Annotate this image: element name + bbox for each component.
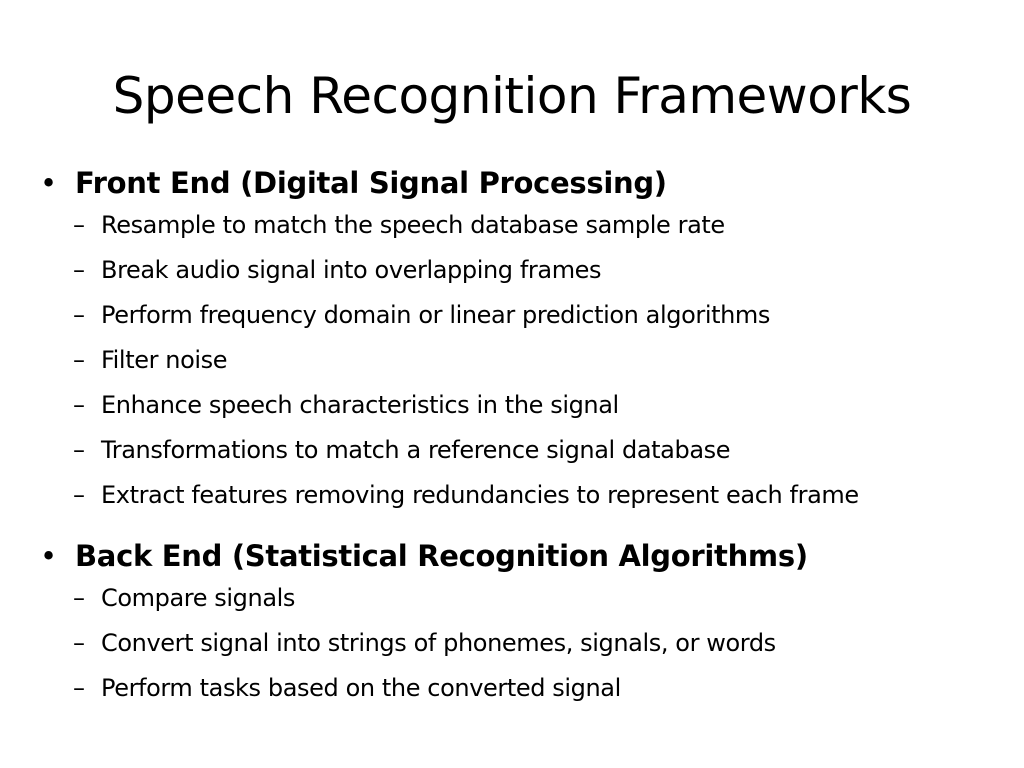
sub-item-text: Transformations to match a reference sig…: [101, 436, 731, 464]
sub-item-text: Perform tasks based on the converted sig…: [101, 674, 621, 702]
sub-item: –Transformations to match a reference si…: [40, 428, 1000, 473]
sub-item: –Resample to match the speech database s…: [40, 203, 1000, 248]
bullet-heading: • Front End (Digital Signal Processing): [40, 163, 1000, 203]
dash-icon: –: [73, 629, 85, 657]
dash-icon: –: [73, 481, 85, 509]
sub-item: –Convert signal into strings of phonemes…: [40, 621, 1000, 666]
dash-icon: –: [73, 256, 85, 284]
dash-icon: –: [73, 211, 85, 239]
sub-list: –Resample to match the speech database s…: [40, 203, 1000, 518]
sub-item-text: Compare signals: [101, 584, 295, 612]
sub-item: –Perform frequency domain or linear pred…: [40, 293, 1000, 338]
bullet-section-back-end: • Back End (Statistical Recognition Algo…: [40, 536, 1000, 711]
bullet-heading-text: Back End (Statistical Recognition Algori…: [75, 539, 808, 573]
sub-item: –Compare signals: [40, 576, 1000, 621]
sub-item: –Perform tasks based on the converted si…: [40, 666, 1000, 711]
sub-item: –Enhance speech characteristics in the s…: [40, 383, 1000, 428]
slide-title: Speech Recognition Frameworks: [112, 67, 912, 125]
bullet-section-front-end: • Front End (Digital Signal Processing) …: [40, 163, 1000, 518]
dash-icon: –: [73, 346, 85, 374]
bullet-dot-icon: •: [40, 166, 57, 200]
bullet-dot-icon: •: [40, 539, 57, 573]
dash-icon: –: [73, 584, 85, 612]
sub-item-text: Extract features removing redundancies t…: [101, 481, 859, 509]
sub-item-text: Filter noise: [101, 346, 228, 374]
sub-item-text: Resample to match the speech database sa…: [101, 211, 725, 239]
bullet-heading-text: Front End (Digital Signal Processing): [75, 166, 667, 200]
dash-icon: –: [73, 674, 85, 702]
sub-item: –Filter noise: [40, 338, 1000, 383]
bullet-heading: • Back End (Statistical Recognition Algo…: [40, 536, 1000, 576]
sub-item-text: Perform frequency domain or linear predi…: [101, 301, 771, 329]
sub-item-text: Break audio signal into overlapping fram…: [101, 256, 602, 284]
sub-item: –Extract features removing redundancies …: [40, 473, 1000, 518]
sub-item: –Break audio signal into overlapping fra…: [40, 248, 1000, 293]
dash-icon: –: [73, 301, 85, 329]
dash-icon: –: [73, 391, 85, 419]
dash-icon: –: [73, 436, 85, 464]
sub-list: –Compare signals –Convert signal into st…: [40, 576, 1000, 711]
sub-item-text: Enhance speech characteristics in the si…: [101, 391, 619, 419]
sub-item-text: Convert signal into strings of phonemes,…: [101, 629, 776, 657]
